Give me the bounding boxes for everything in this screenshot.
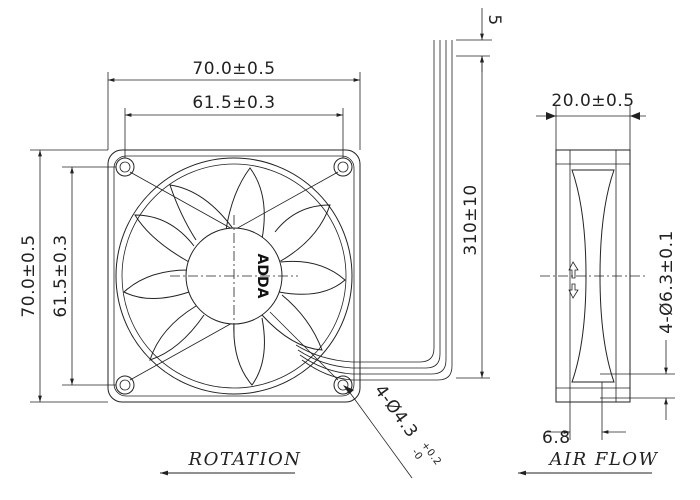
dim-lead-length: 310±10 bbox=[461, 184, 481, 255]
hole-callout: 4-Ø4.3 +0.2 -0 bbox=[370, 381, 443, 468]
svg-text:4-Ø4.3: 4-Ø4.3 bbox=[370, 381, 422, 442]
svg-text:-0: -0 bbox=[409, 447, 424, 462]
fan-frame bbox=[107, 149, 361, 403]
dim-height-overall: 70.0±0.5 bbox=[19, 234, 39, 317]
fan-shroud bbox=[115, 157, 353, 395]
dim-thickness: 20.0±0.5 bbox=[551, 91, 634, 111]
dim-lead-strip: 5 bbox=[484, 14, 504, 25]
airflow-label: AIR FLOW bbox=[547, 449, 658, 470]
dim-flange: 6.8 bbox=[542, 428, 571, 448]
dim-width-overall: 70.0±0.5 bbox=[192, 59, 275, 79]
lead-wires bbox=[295, 40, 453, 381]
dim-side-hole: 4-Ø6.3±0.1 bbox=[657, 230, 677, 334]
dim-width-holes: 61.5±0.3 bbox=[192, 93, 275, 113]
side-view: 20.0±0.5 4-Ø6.3±0.1 6.8 AIR FLOW bbox=[518, 91, 677, 476]
brand-logo: ADDA bbox=[254, 254, 270, 299]
rotation-label: ROTATION bbox=[188, 449, 302, 470]
fan-blades bbox=[123, 167, 346, 386]
dim-height-holes: 61.5±0.3 bbox=[51, 234, 71, 317]
front-view: ADDA 70.0±0.5 61.5±0.3 70.0±0.5 61.5±0.3… bbox=[19, 8, 504, 479]
